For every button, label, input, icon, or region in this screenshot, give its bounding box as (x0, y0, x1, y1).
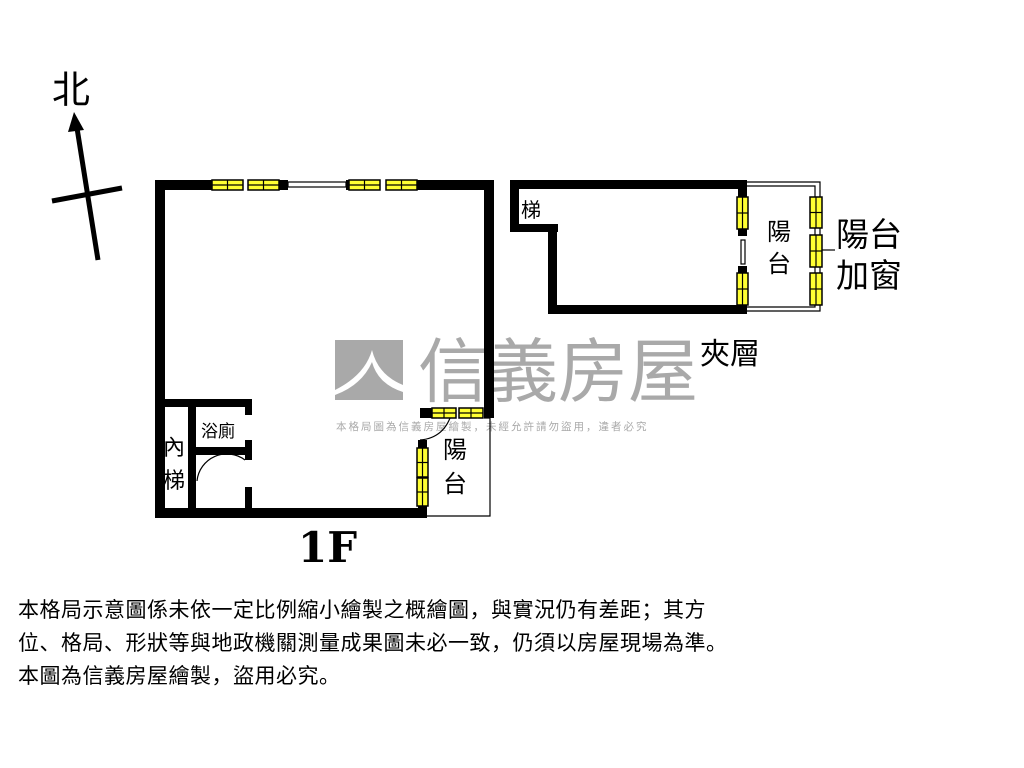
windows (211, 179, 823, 507)
window-symbol (431, 407, 457, 419)
disclaimer-line-2: 位、格局、形狀等與地政機關測量成果圖未必一致，仍須以房屋現場為準。 (18, 631, 728, 655)
window-symbol (416, 447, 429, 478)
north-label: 北 (52, 68, 90, 112)
window-symbol (385, 179, 418, 191)
room-label-1f-balcony-2: 台 (443, 470, 467, 498)
window-symbol (458, 407, 484, 419)
window-symbol (736, 272, 749, 306)
north-arrow-icon (68, 112, 84, 132)
room-label-mezz-balcony-2: 台 (767, 250, 791, 278)
window-symbol (416, 477, 429, 507)
disclaimer-line-3: 本圖為信義房屋繪製，盜用必究。 (18, 664, 341, 688)
door-swing (196, 453, 246, 482)
floor-label-1f: 1F (298, 523, 357, 572)
note-balcony-window: 陽台 (836, 215, 902, 254)
window-symbol (211, 179, 244, 191)
floor-label-mezzanine: 夾層 (700, 337, 760, 372)
watermark-brand: 信義房屋 (418, 331, 698, 413)
note-balcony-window-2: 加窗 (836, 256, 902, 295)
watermark: 信義房屋 本格局圖為信義房屋繪製，未經允許請勿盜用，違者必究 (335, 331, 698, 433)
watermark-notice: 本格局圖為信義房屋繪製，未經允許請勿盜用，違者必究 (336, 420, 649, 433)
room-label-mezz-balcony: 陽 (767, 218, 791, 246)
room-label-mezz-stair: 梯 (521, 198, 541, 222)
window-symbol (348, 179, 381, 191)
room-label-inner-stair: 內 (163, 436, 185, 461)
disclaimer-line-1: 本格局示意圖係未依一定比例縮小繪製之概繪圖，與實況仍有差距；其方 (18, 598, 706, 622)
window-symbol (736, 196, 749, 230)
mezzanine-walls (510, 180, 747, 314)
north-compass: 北 (51, 68, 123, 261)
room-label-inner-stair-2: 梯 (163, 469, 185, 494)
window-symbol (809, 234, 823, 268)
room-label-bathroom: 浴廁 (201, 421, 235, 442)
window-symbol (809, 196, 823, 229)
brand-logo (335, 340, 403, 400)
window-symbol (247, 179, 280, 191)
room-label-1f-balcony: 陽 (443, 436, 467, 464)
window-symbol (809, 272, 823, 306)
